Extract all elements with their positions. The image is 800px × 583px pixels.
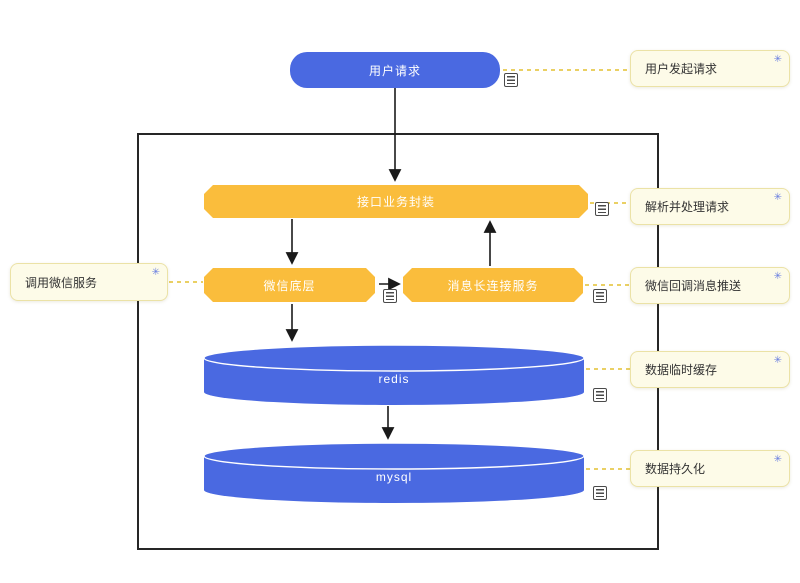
node-redis-label: redis	[378, 372, 410, 386]
node-api-wrapper-label: 接口业务封装	[356, 195, 435, 209]
node-long-connection-label: 消息长连接服务	[447, 278, 539, 293]
document-icon[interactable]	[593, 388, 607, 402]
node-mysql-cylinder[interactable]: mysql	[203, 442, 585, 504]
note-pin-icon: ✳	[773, 271, 782, 282]
node-user-request-label: 用户请求	[368, 63, 421, 78]
note-pin-icon: ✳	[773, 192, 782, 203]
note-label: 数据临时缓存	[645, 363, 718, 377]
document-icon[interactable]	[593, 486, 607, 500]
document-icon[interactable]	[595, 202, 609, 216]
note-wechat-callback-push[interactable]: ✳ 微信回调消息推送	[630, 267, 790, 304]
boundary-rectangle	[137, 133, 659, 550]
node-mysql-label: mysql	[375, 470, 413, 484]
note-data-persistence[interactable]: ✳ 数据持久化	[630, 450, 790, 487]
note-pin-icon: ✳	[151, 267, 160, 278]
node-user-request[interactable]: 用户请求	[290, 52, 500, 88]
node-wechat-base-label: 微信底层	[263, 278, 316, 293]
document-icon[interactable]	[504, 73, 518, 87]
note-label: 调用微信服务	[25, 275, 98, 290]
node-wechat-base[interactable]: 微信底层	[204, 268, 375, 302]
note-parse-handle-request[interactable]: ✳ 解析并处理请求	[630, 188, 790, 225]
note-pin-icon: ✳	[773, 454, 782, 465]
note-label: 解析并处理请求	[645, 200, 730, 214]
note-call-wechat-service[interactable]: ✳ 调用微信服务	[10, 263, 168, 301]
note-pin-icon: ✳	[773, 54, 782, 65]
node-long-connection[interactable]: 消息长连接服务	[403, 268, 583, 302]
note-label: 用户发起请求	[645, 62, 718, 76]
node-redis-cylinder[interactable]: redis	[203, 344, 585, 406]
cylinder-shape	[203, 344, 585, 405]
cylinder-shape	[203, 442, 585, 503]
document-icon[interactable]	[593, 289, 607, 303]
note-label: 微信回调消息推送	[645, 279, 742, 293]
document-icon[interactable]	[383, 289, 397, 303]
node-api-wrapper[interactable]: 接口业务封装	[204, 185, 588, 218]
note-pin-icon: ✳	[773, 355, 782, 366]
note-user-initiates-request[interactable]: ✳ 用户发起请求	[630, 50, 790, 87]
note-label: 数据持久化	[645, 462, 706, 476]
note-temp-data-cache[interactable]: ✳ 数据临时缓存	[630, 351, 790, 388]
